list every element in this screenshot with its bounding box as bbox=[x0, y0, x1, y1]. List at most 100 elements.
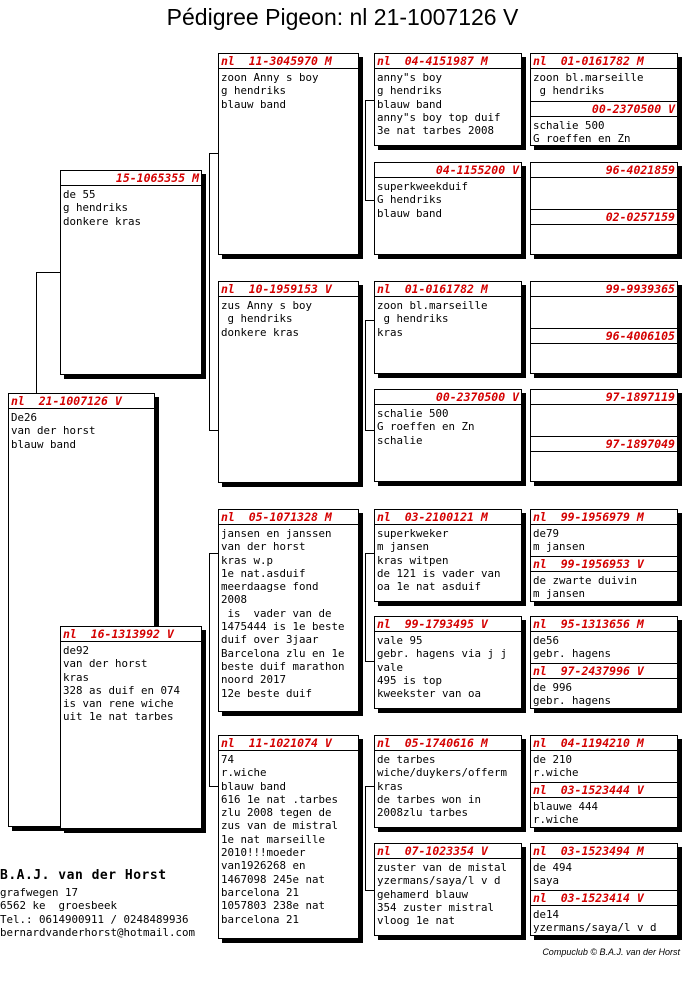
pigeon-note: 1057803 238e nat bbox=[221, 899, 326, 913]
pigeon-note: 495 is top bbox=[377, 673, 443, 687]
pigeon-note: vale bbox=[377, 660, 404, 674]
pigeon-note: r.wiche bbox=[221, 766, 267, 780]
pigeon-note: blauw band bbox=[221, 779, 287, 793]
pigeon-note: de 996 bbox=[533, 681, 573, 694]
pigeon-note: zus van de mistral bbox=[221, 819, 339, 833]
ring-number: nl 21-1007126 V bbox=[9, 394, 154, 409]
connector-line bbox=[365, 661, 374, 662]
pigeon-note: 12e beste duif bbox=[221, 686, 313, 700]
pigeon-note: de92 bbox=[63, 644, 90, 657]
pigeon-note: meerdaagse fond bbox=[221, 580, 319, 594]
pigeon-note: vale 95 bbox=[377, 634, 423, 647]
pigeon-note: van1926268 en bbox=[221, 859, 306, 873]
pigeon-note: schalie 500 bbox=[533, 119, 605, 132]
footer-credit: Compuclub © B.A.J. van der Horst bbox=[542, 947, 680, 957]
pigeon-note: blauw band bbox=[377, 97, 443, 111]
pigeon-note: 2010!!!moeder bbox=[221, 846, 306, 860]
ring-number: 96-4021859 bbox=[531, 163, 677, 178]
pigeon-note: is vader van de bbox=[221, 606, 332, 620]
gen5-pair-box: nl 95-1313656 M de56 gebr. hagens nl 97-… bbox=[530, 616, 678, 709]
ring-number: nl 97-2437996 V bbox=[531, 663, 677, 679]
pigeon-note: yzermans/saya/l v d bbox=[533, 921, 657, 935]
pigeon-note: de 121 is vader van bbox=[377, 566, 501, 580]
ring-number: nl 01-0161782 M bbox=[375, 282, 521, 297]
pigeon-note: superkweker bbox=[377, 527, 449, 540]
ring-number: 96-4006105 bbox=[531, 328, 677, 344]
ring-number: nl 05-1740616 M bbox=[375, 736, 521, 751]
pigeon-note: G hendriks bbox=[377, 193, 443, 207]
great-grandparent-box: nl 04-4151987 M anny"s boy g hendriks bl… bbox=[374, 53, 522, 146]
ring-number: nl 11-1021074 V bbox=[219, 736, 358, 751]
pigeon-note: de tarbes bbox=[377, 753, 436, 766]
pair-lower-half: 02-0257159 bbox=[531, 209, 677, 227]
ring-number: nl 04-1194210 M bbox=[531, 736, 677, 751]
mother-box: nl 16-1313992 V de92 van der horst kras … bbox=[60, 626, 202, 829]
pigeon-note: barcelona 21 bbox=[221, 885, 300, 899]
ring-number: 99-9939365 bbox=[531, 282, 677, 297]
pigeon-note: de 55 bbox=[63, 188, 96, 201]
pigeon-note: blauw band bbox=[11, 437, 77, 451]
connector-line bbox=[365, 200, 374, 201]
great-grandparent-box: nl 03-2100121 M superkweker m jansen kra… bbox=[374, 509, 522, 602]
connector-line bbox=[365, 786, 374, 787]
pigeon-note: anny"s boy bbox=[377, 71, 443, 84]
pigeon-note: is van rene wiche bbox=[63, 697, 174, 711]
pigeon-note: de56 bbox=[533, 634, 560, 647]
connector-line bbox=[209, 553, 210, 786]
pigeon-note: 1467098 245e nat bbox=[221, 872, 326, 886]
pigeon-note: barcelona 21 bbox=[221, 912, 300, 926]
gen5-pair-box: 96-4021859 02-0257159 bbox=[530, 162, 678, 255]
pigeon-note: kras bbox=[377, 779, 404, 793]
ring-number: nl 03-2100121 M bbox=[375, 510, 521, 525]
ring-number: nl 10-1959153 V bbox=[219, 282, 358, 297]
pigeon-note: g hendriks bbox=[221, 84, 287, 98]
owner-email[interactable]: bernardvanderhorst@hotmail.com bbox=[0, 925, 196, 939]
ring-number: nl 99-1956953 V bbox=[531, 556, 677, 572]
pigeon-note: kras bbox=[377, 325, 404, 339]
pigeon-note: van der horst bbox=[11, 424, 96, 438]
owner-address: grafwegen 17 bbox=[0, 886, 79, 899]
ring-number: nl 03-1523494 M bbox=[531, 844, 677, 859]
pigeon-note: de zwarte duivin bbox=[533, 574, 638, 587]
connector-line bbox=[365, 430, 374, 431]
pigeon-note: r.wiche bbox=[533, 766, 579, 780]
pigeon-note: vloog 1e nat bbox=[377, 914, 456, 928]
connector-line bbox=[365, 890, 374, 891]
pigeon-note: schalie bbox=[377, 433, 423, 447]
pigeon-note: Barcelona zlu en 1e bbox=[221, 646, 345, 660]
pigeon-note: blauw band bbox=[221, 97, 287, 111]
great-grandparent-box: nl 05-1740616 M de tarbes wiche/duykers/… bbox=[374, 735, 522, 828]
ring-number: 97-1897049 bbox=[531, 436, 677, 452]
maternal-grandmother-box: nl 11-1021074 V 74 r.wiche blauw band 61… bbox=[218, 735, 359, 939]
great-grandparent-box: nl 01-0161782 M zoon bl.marseille g hend… bbox=[374, 281, 522, 374]
page-title: Pédigree Pigeon: nl 21-1007126 V bbox=[166, 4, 519, 30]
gen5-pair-box: nl 04-1194210 M de 210 r.wiche nl 03-152… bbox=[530, 735, 678, 828]
ring-number: nl 03-1523444 V bbox=[531, 782, 677, 798]
pigeon-note: noord 2017 bbox=[221, 673, 287, 687]
pigeon-note: G roeffen en Zn bbox=[377, 420, 475, 434]
paternal-grandfather-box: nl 11-3045970 M zoon Anny s boy g hendri… bbox=[218, 53, 359, 255]
owner-phone: Tel.: 0614900911 / 0248489936 bbox=[0, 912, 189, 926]
pigeon-note: m jansen bbox=[533, 587, 586, 601]
maternal-grandfather-box: nl 05-1071328 M jansen en janssen van de… bbox=[218, 509, 359, 712]
pair-lower-half: nl 03-1523414 V de14 yzermans/saya/l v d bbox=[531, 890, 677, 935]
ring-number: 00-2370500 V bbox=[375, 390, 521, 405]
connector-line bbox=[209, 430, 219, 431]
pigeon-note: de 494 bbox=[533, 861, 573, 874]
pigeon-note: donkere kras bbox=[221, 325, 300, 339]
connector-line bbox=[365, 553, 374, 554]
great-grandparent-box: nl 99-1793495 V vale 95 gebr. hagens via… bbox=[374, 616, 522, 709]
ring-number: nl 04-4151987 M bbox=[375, 54, 521, 69]
pigeon-note: gebr. hagens bbox=[533, 647, 612, 661]
father-box: 15-1065355 M de 55 g hendriks donkere kr… bbox=[60, 170, 202, 375]
pigeon-note: de 210 bbox=[533, 753, 573, 766]
ring-number: nl 99-1956979 M bbox=[531, 510, 677, 525]
pigeon-note: m jansen bbox=[533, 540, 586, 554]
ring-number: nl 11-3045970 M bbox=[219, 54, 358, 69]
pigeon-note: uit 1e nat tarbes bbox=[63, 710, 174, 724]
pigeon-note: 74 bbox=[221, 753, 235, 766]
pigeon-note: 616 1e nat .tarbes bbox=[221, 792, 339, 806]
pigeon-note: van der horst bbox=[63, 657, 148, 671]
pigeon-note: beste duif marathon bbox=[221, 659, 345, 673]
connector-line bbox=[36, 272, 60, 273]
